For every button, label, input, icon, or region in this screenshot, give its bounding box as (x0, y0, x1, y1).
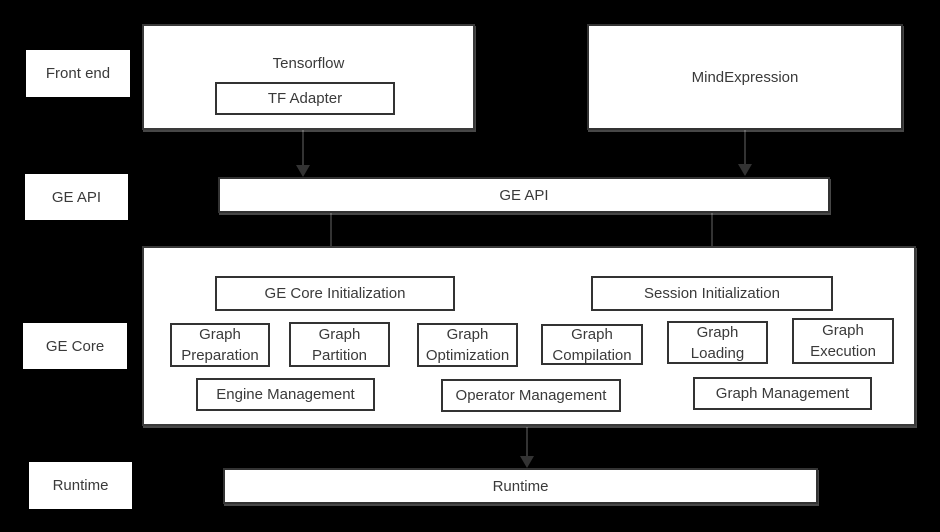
graph-preparation-box: Graph Preparation (170, 323, 270, 367)
engine-management-box: Engine Management (196, 378, 375, 411)
graph-management-box: Graph Management (693, 377, 872, 410)
ge-api-bar: GE API (218, 177, 830, 213)
layer-label-runtime: Runtime (29, 462, 132, 509)
graph-loading-box: Graph Loading (667, 321, 768, 364)
graph-optimization-box: Graph Optimization (417, 323, 518, 367)
graph-execution-box: Graph Execution (792, 318, 894, 364)
mindexpression-box: MindExpression (587, 24, 903, 130)
graph-compilation-box: Graph Compilation (541, 324, 643, 365)
tensorflow-title: Tensorflow (272, 55, 345, 72)
graph-partition-box: Graph Partition (289, 322, 390, 367)
session-initialization-box: Session Initialization (591, 276, 833, 311)
layer-label-front-end: Front end (26, 50, 130, 97)
operator-management-box: Operator Management (441, 379, 621, 412)
runtime-bar: Runtime (223, 468, 818, 504)
tf-adapter-box: TF Adapter (215, 82, 395, 115)
tensorflow-box: Tensorflow TF Adapter (142, 24, 475, 130)
arrow-mindexpression-to-geapi (738, 130, 752, 176)
ge-core-initialization-box: GE Core Initialization (215, 276, 455, 311)
layer-label-ge-core: GE Core (23, 323, 127, 369)
layer-label-ge-api: GE API (25, 174, 128, 220)
ge-core-box: GE Core Initialization Session Initializ… (142, 246, 916, 426)
arrow-gecore-to-runtime (520, 427, 534, 468)
